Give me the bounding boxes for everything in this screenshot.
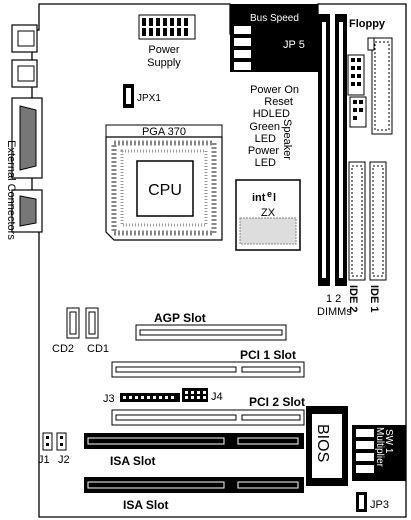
ide2-label: IDE 2 (347, 285, 359, 313)
intel-label: int (252, 192, 266, 204)
front-panel-header (347, 54, 367, 128)
intel-l-label: l (273, 192, 276, 204)
cpu-socket (105, 124, 223, 241)
jpx1-label: JPX1 (137, 93, 161, 104)
zx-label: ZX (261, 207, 276, 219)
pci2-slot (111, 409, 305, 426)
ide1-label: IDE 1 (368, 285, 380, 313)
multiplier-label: Multiplier (374, 427, 385, 468)
bus-speed-jumper-block (230, 4, 318, 72)
power-on-label: Power On (250, 84, 299, 96)
jp5-label: JP 5 (283, 39, 305, 51)
agp-slot-label: AGP Slot (154, 311, 206, 325)
power-supply-connector (138, 14, 196, 40)
j2-label: J2 (58, 454, 70, 466)
external-connectors-label: External Connectors (5, 140, 17, 240)
bios-label: BIOS (314, 424, 331, 462)
power-led-label: LED (255, 157, 276, 169)
cd1-label: CD1 (87, 343, 109, 355)
bus-speed-label: Bus Speed (250, 13, 299, 24)
green-label: Green (249, 121, 280, 133)
j3-label: J3 (103, 393, 115, 405)
isa-slot-2-label: ISA Slot (123, 498, 169, 512)
external-connectors (11, 24, 43, 233)
sw1-label: SW 1 (383, 429, 394, 454)
intel-zx-chipset (235, 179, 301, 251)
j4-header (182, 388, 208, 402)
dimm-slots (318, 14, 347, 286)
pga370-label: PGA 370 (142, 126, 186, 138)
j1-label: J1 (38, 454, 50, 466)
reset-label: Reset (264, 96, 293, 108)
pci1-slot-label: PCI 1 Slot (240, 348, 296, 362)
isa-slot-2 (84, 477, 304, 493)
bios-chip (306, 406, 348, 486)
j1-header (42, 432, 53, 451)
hdled-label: HDLED (253, 108, 290, 120)
jp3-label: JP3 (370, 499, 389, 511)
power-label: Power (248, 145, 280, 157)
isa-slot-1 (84, 433, 304, 449)
sw1-multiplier-switch (352, 425, 406, 481)
dimm-numbers-label: 1 2 (326, 293, 341, 305)
intel-e-label: e (267, 189, 272, 199)
green-led-label: LED (255, 133, 276, 145)
floppy-connector (371, 37, 393, 135)
j4-label: J4 (211, 391, 223, 403)
isa-slot-1-label: ISA Slot (110, 454, 156, 468)
power-supply-label-line1: Power (148, 44, 180, 56)
pci2-slot-label: PCI 2 Slot (249, 395, 305, 409)
floppy-label: Floppy (349, 18, 386, 30)
cd2-label: CD2 (52, 343, 74, 355)
j2-header (56, 432, 67, 451)
pci1-slot (111, 361, 305, 378)
ide2-connector (348, 161, 366, 281)
power-supply-label-line2: Supply (147, 57, 181, 69)
agp-slot (135, 324, 287, 341)
dimms-label: DIMMs (317, 306, 352, 318)
ide1-connector (369, 161, 387, 281)
cpu-label: CPU (148, 182, 182, 199)
speaker-label: Speaker (281, 119, 293, 160)
